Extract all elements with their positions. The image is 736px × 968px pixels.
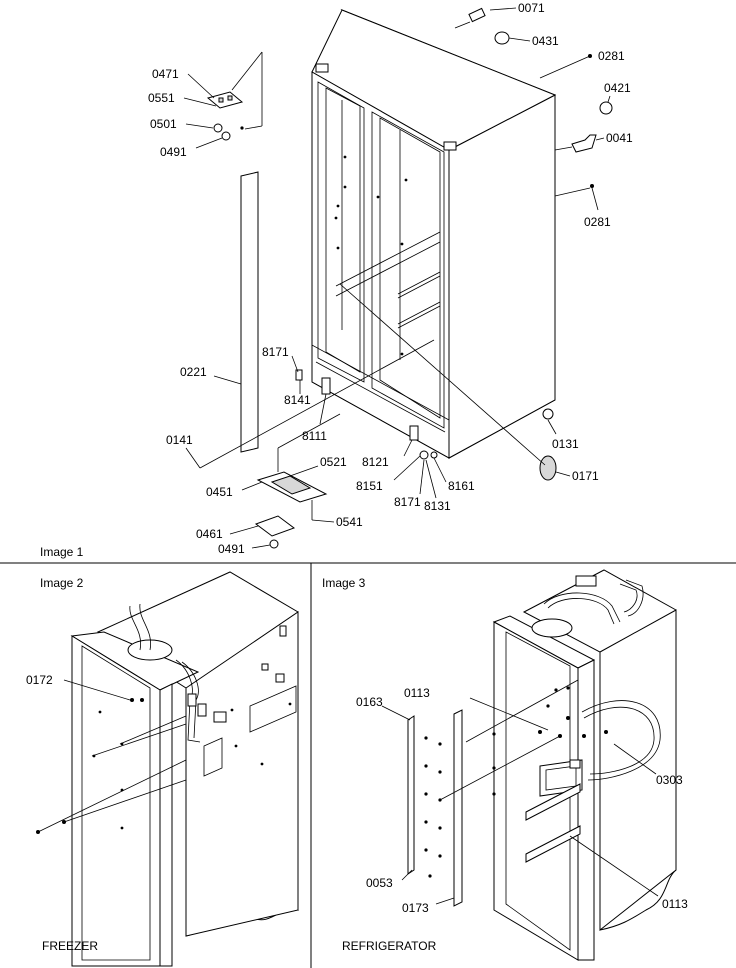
label-0141: 0141	[166, 433, 193, 447]
label-0113-bottom: 0113	[662, 897, 688, 911]
label-0421: 0421	[604, 81, 631, 95]
label-0491-top: 0491	[160, 145, 187, 159]
label-0071: 0071	[518, 1, 545, 15]
top-hinge-parts	[206, 51, 263, 141]
label-0113-top: 0113	[404, 686, 430, 700]
caption-freezer: FREEZER	[42, 939, 98, 953]
label-8131: 8131	[424, 499, 451, 513]
label-0053: 0053	[366, 876, 393, 890]
label-0551: 0551	[148, 91, 175, 105]
label-8161: 8161	[448, 479, 475, 493]
panel-label-image1: Image 1	[40, 545, 84, 559]
image1-callouts: 0071 0431 0281 0421 0041 0281 0471 0551 …	[148, 1, 633, 556]
freezer-assembly	[36, 571, 299, 967]
label-0171: 0171	[572, 469, 599, 483]
label-0491-bottom: 0491	[218, 542, 245, 556]
label-0303: 0303	[656, 773, 683, 787]
label-0041: 0041	[606, 131, 633, 145]
label-0461: 0461	[196, 527, 223, 541]
panel-label-image3: Image 3	[322, 576, 366, 590]
refrigerator-assembly	[407, 569, 677, 961]
label-0451: 0451	[206, 485, 233, 499]
label-0471: 0471	[152, 67, 179, 81]
label-0131: 0131	[552, 437, 579, 451]
panel-label-image2: Image 2	[40, 576, 84, 590]
caption-refrigerator: REFRIGERATOR	[342, 939, 437, 953]
label-8171-right: 8171	[394, 495, 421, 509]
label-0281-top: 0281	[598, 49, 625, 63]
label-8171-left: 8171	[262, 345, 289, 359]
label-8121: 8121	[362, 455, 389, 469]
trim-strip-0221	[240, 171, 259, 453]
label-0163: 0163	[356, 695, 383, 709]
top-right-parts	[454, 7, 613, 197]
label-0431: 0431	[532, 34, 559, 48]
label-0541: 0541	[336, 515, 363, 529]
label-0173: 0173	[402, 901, 429, 915]
label-0172: 0172	[26, 673, 53, 687]
label-0501: 0501	[150, 117, 177, 131]
label-8141: 8141	[284, 393, 311, 407]
label-0281-side: 0281	[584, 215, 611, 229]
bottom-hinge-parts	[254, 413, 341, 549]
leg-parts	[199, 283, 557, 481]
label-0221: 0221	[180, 365, 207, 379]
cabinet-assembly	[311, 8, 557, 459]
label-8151: 8151	[356, 479, 383, 493]
label-0521: 0521	[320, 455, 347, 469]
label-8111: 8111	[302, 429, 327, 443]
